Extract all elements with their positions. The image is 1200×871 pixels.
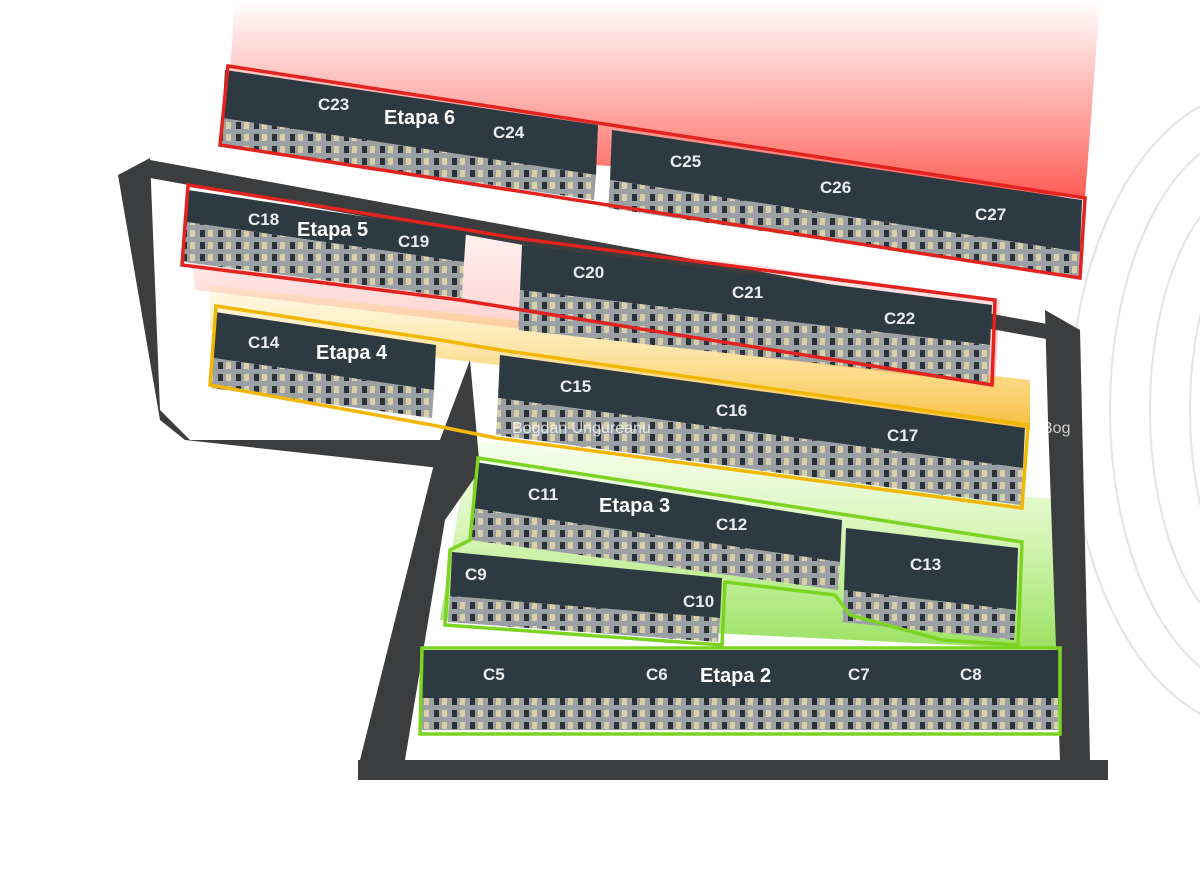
- building-group-c11-c12[interactable]: [470, 462, 842, 590]
- building-group-c18-c19[interactable]: [184, 190, 466, 298]
- label-c9: C9: [465, 565, 487, 584]
- label-c10: C10: [683, 592, 714, 611]
- building-group-c20-c22[interactable]: [518, 245, 992, 382]
- etapa4-outline[interactable]: [208, 303, 1030, 510]
- building-group-c23-c24[interactable]: [220, 70, 598, 200]
- label-etapa5[interactable]: Etapa 5: [297, 219, 368, 241]
- label-c5: C5: [483, 665, 505, 684]
- label-c18: C18: [248, 210, 279, 229]
- label-c23: C23: [318, 95, 349, 114]
- buildings: [184, 70, 1082, 730]
- label-etapa6[interactable]: Etapa 6: [384, 107, 455, 129]
- etapa3-outline[interactable]: [443, 455, 1024, 647]
- label-c8: C8: [960, 665, 982, 684]
- stage-outlines: [180, 63, 1087, 736]
- label-c26: C26: [820, 178, 851, 197]
- label-etapa3[interactable]: Etapa 3: [599, 495, 670, 517]
- label-c7: C7: [848, 665, 870, 684]
- label-c11: C11: [528, 485, 558, 504]
- label-c14: C14: [248, 333, 280, 352]
- building-c14[interactable]: [211, 312, 436, 418]
- label-c25: C25: [670, 152, 701, 171]
- label-c13: C13: [910, 555, 941, 574]
- building-group-c25-c27[interactable]: [608, 130, 1082, 278]
- etapa2-outline[interactable]: [418, 646, 1062, 736]
- label-c21: C21: [732, 283, 763, 302]
- label-c22: C22: [884, 309, 915, 328]
- watermark: Bogdan Ungureanu: [512, 420, 651, 437]
- decorative-arcs: [1069, 105, 1200, 715]
- label-c24: C24: [493, 123, 525, 142]
- stage-labels: Etapa 6 Etapa 5 Etapa 4 Etapa 3 Etapa 2: [297, 107, 771, 687]
- label-c15: C15: [560, 377, 591, 396]
- label-c27: C27: [975, 205, 1006, 224]
- label-c16: C16: [716, 401, 747, 420]
- building-group-c9-c10[interactable]: [448, 552, 722, 642]
- label-etapa2[interactable]: Etapa 2: [700, 665, 771, 687]
- building-group-c5-c8[interactable]: [422, 650, 1058, 730]
- building-labels: C23 C24 C25 C26 C27 C18 C19 C20 C21 C22 …: [248, 95, 1006, 684]
- label-etapa4[interactable]: Etapa 4: [316, 342, 388, 364]
- watermark-right: Bog: [1042, 420, 1070, 437]
- label-c20: C20: [573, 263, 604, 282]
- label-c17: C17: [887, 426, 918, 445]
- etapa5-outline[interactable]: [180, 182, 997, 388]
- label-c12: C12: [716, 515, 747, 534]
- label-c6: C6: [646, 665, 668, 684]
- building-group-c15-c17[interactable]: [496, 355, 1025, 505]
- label-c19: C19: [398, 232, 429, 251]
- etapa6-outline[interactable]: [218, 63, 1087, 281]
- building-c13[interactable]: [842, 528, 1018, 640]
